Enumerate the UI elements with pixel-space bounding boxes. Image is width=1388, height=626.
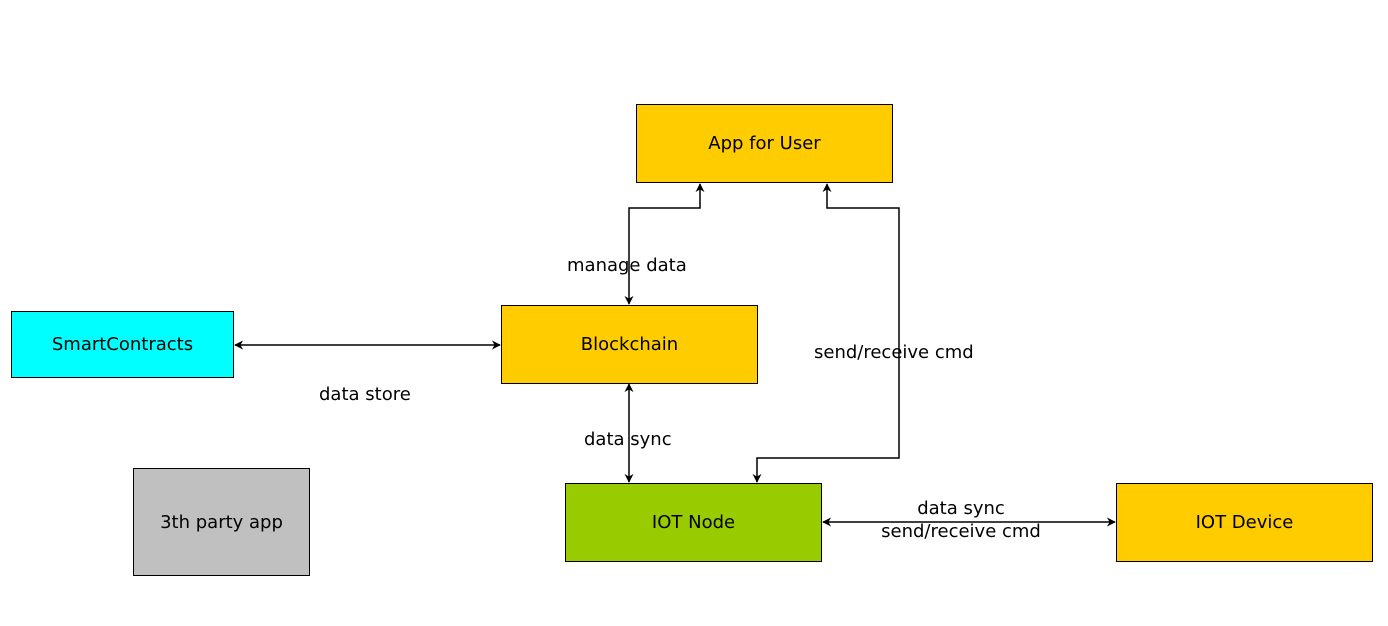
node-iot-device: IOT Device [1116, 483, 1373, 562]
edge-blockchain-app [624, 183, 705, 305]
edge-label-iotnode-device-line2: send/receive cmd [881, 521, 1041, 542]
node-smart-contracts: SmartContracts [11, 311, 234, 378]
node-blockchain-label: Blockchain [580, 334, 679, 355]
node-iot-node-label: IOT Node [651, 512, 736, 533]
edge-label-iotnode-device-line1: data sync [917, 498, 1005, 519]
node-third-party-app-label: 3th party app [160, 511, 283, 533]
node-app-for-user-label: App for User [708, 133, 821, 154]
node-iot-node: IOT Node [565, 483, 822, 562]
edge-label-data-sync: data sync [584, 429, 672, 450]
node-app-for-user: App for User [636, 104, 893, 183]
node-blockchain: Blockchain [501, 305, 758, 384]
node-iot-device-label: IOT Device [1195, 512, 1294, 533]
edge-label-data-store: data store [319, 384, 411, 405]
edge-iotnode-app [752, 183, 900, 483]
edge-label-send-receive-cmd: send/receive cmd [814, 342, 974, 363]
node-third-party-app: 3th party app [133, 468, 310, 576]
edge-label-manage-data: manage data [567, 255, 687, 276]
node-smart-contracts-label: SmartContracts [51, 334, 194, 355]
